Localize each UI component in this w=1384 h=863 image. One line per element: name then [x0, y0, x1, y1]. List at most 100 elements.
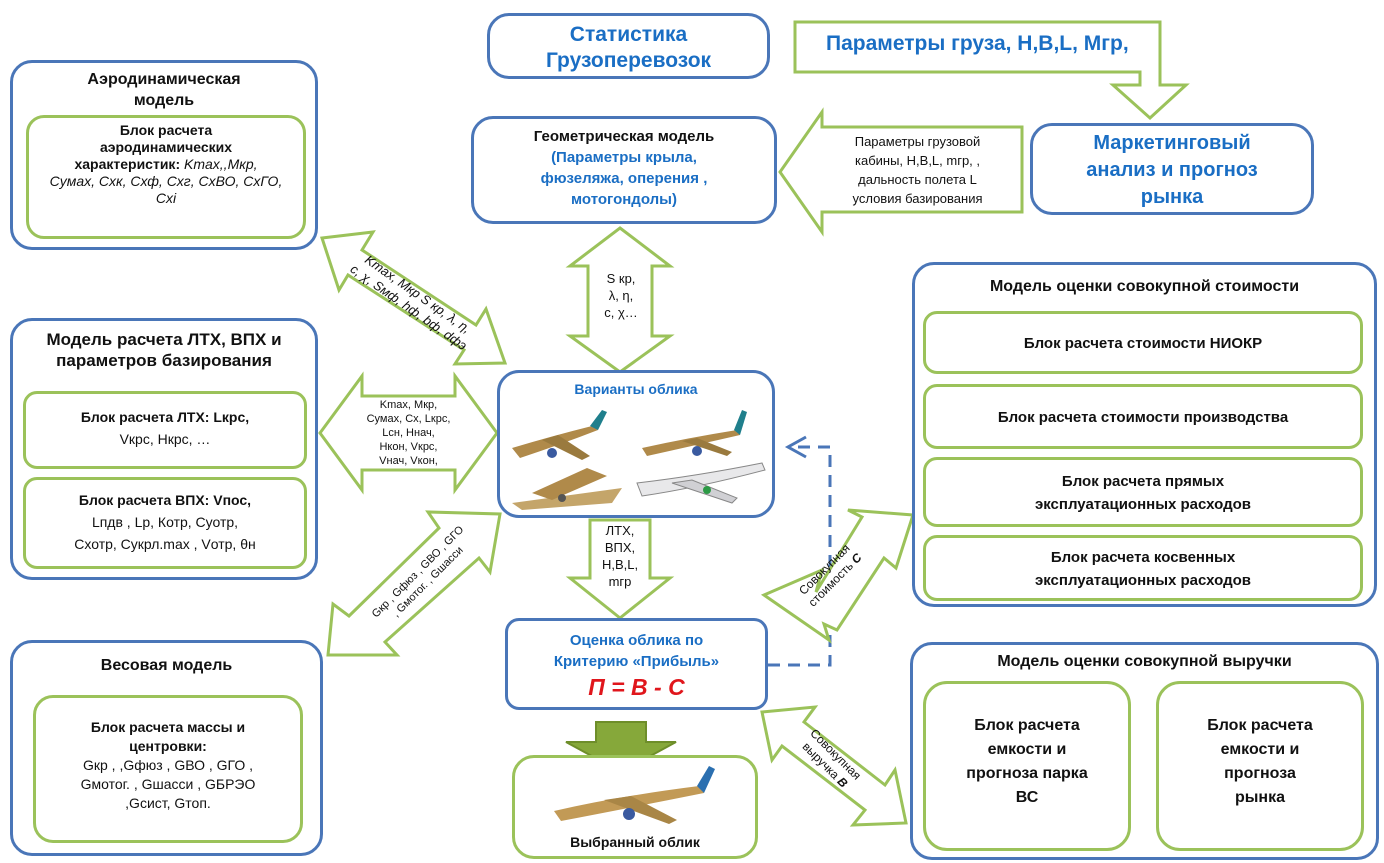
weight-variants-arrow: [326, 510, 502, 657]
cost-block-indirect-l2: эксплуатационных расходов: [1034, 572, 1252, 589]
ltx-model-box: Модель расчета ЛТХ, ВПХ и параметров баз…: [10, 318, 318, 580]
cost-block-production-label: Блок расчета стоимости производства: [997, 409, 1289, 426]
weight-model-box: Весовая модель Блок расчета массы и цент…: [10, 640, 323, 856]
ltx-block-line1: Блок расчета ЛТХ: Lкрс,: [80, 409, 250, 425]
ltx-arrow-l2: Cумax, Cх, Lкрс,: [366, 413, 451, 425]
aero-inner1: Блок расчета: [119, 122, 213, 138]
selected-aircraft-image: [554, 766, 715, 824]
revenue-model-title: Модель оценки совокупной выручки: [997, 653, 1292, 670]
revenue-model-box: Модель оценки совокупной выручки Блок ра…: [910, 642, 1379, 860]
statistics-box: Статистика Грузоперевозок: [487, 13, 770, 79]
selected-title: Выбранный облик: [570, 834, 700, 850]
down-arrow-l1: ЛТХ,: [605, 523, 635, 538]
selected-box: Выбранный облик: [512, 755, 758, 859]
evaluation-formula: П = В - С: [588, 674, 685, 700]
geo-var-l1: S кр,: [606, 271, 636, 286]
evaluation-box: Оценка облика по Критерию «Прибыль» П = …: [505, 618, 768, 710]
cost-model-box: Модель оценки совокупной стоимости Блок …: [912, 262, 1377, 607]
revenue-left3: прогноза парка: [966, 765, 1088, 782]
weight-title: Весовая модель: [100, 657, 233, 674]
down-arrow-l4: mгр: [608, 574, 632, 589]
cost-block-production: Блок расчета стоимости производства: [923, 384, 1363, 449]
geometry-box: Геометрическая модель (Параметры крыла, …: [471, 116, 777, 224]
geometry-sub1: (Параметры крыла,: [551, 149, 697, 166]
cost-block-direct-l2: эксплуатационных расходов: [1034, 496, 1252, 513]
vph-block-line3: Схотр, Cукрл.max , Vотр, θн: [74, 536, 256, 552]
aero-inner4: Kmax,,Mкр,: [184, 156, 258, 172]
vph-block-line1: Блок расчета ВПХ: Vпос,: [78, 492, 252, 508]
variants-box: Варианты облика: [497, 370, 775, 518]
aircraft-2: [642, 410, 747, 456]
aero-variants-arrow: [320, 230, 508, 366]
weight-inner5: ,Gсист, Gтоп.: [125, 795, 211, 811]
weight-inner-box: Блок расчета массы и центровки: Gкр , ,G…: [33, 695, 303, 843]
ltx-arrow-l5: Vнач, Vкон,: [379, 455, 438, 467]
cost-model-title: Модель оценки совокупной стоимости: [989, 278, 1300, 295]
feedback-dashed-line: [768, 445, 832, 667]
statistics-line1: Статистика: [569, 23, 688, 46]
revenue-left4: ВС: [1015, 789, 1039, 806]
cargo-cabin-l3: дальность полета L: [858, 172, 977, 187]
revenue-right2: емкости и: [1220, 741, 1300, 758]
down-arrow-l3: H,B,L,: [601, 557, 639, 572]
geometry-sub3: мотогондолы): [571, 191, 677, 208]
cargo-cabin-l2: кабины, H,B,L, mгр, ,: [854, 153, 981, 168]
cost-block-direct-l1: Блок расчета прямых: [1061, 473, 1225, 490]
cabin-to-geometry-arrow: [778, 107, 1024, 237]
cost-arrow-l3: C: [848, 550, 865, 567]
marketing-line1: Маркетинговый: [1093, 132, 1251, 154]
geo-var-arrow-label: S кр, λ, η, c, χ…: [596, 270, 646, 321]
vph-block-line2: Lпдв , Lр, Котр, Cуотр,: [91, 514, 239, 530]
down-arrow-label: ЛТХ, ВПХ, H,B,L, mгр: [592, 522, 648, 590]
aero-title2: модель: [133, 92, 195, 109]
aero-inner5: Cумax, Cхк, Cхф, Cхг, CхВО, CхГО,: [49, 173, 283, 189]
aero-inner6: Cхi: [155, 190, 177, 206]
aero-model-box: Аэродинамическая модель Блок расчета аэр…: [10, 60, 318, 250]
vph-block-box: Блок расчета ВПХ: Vпос, Lпдв , Lр, Котр,…: [23, 477, 307, 569]
ltx-block-box: Блок расчета ЛТХ: Lкрс, Vкрс, Hкрс, …: [23, 391, 307, 469]
weight-inner4: Gмотог. , Gшасси , GБРЭО: [80, 776, 256, 792]
geo-var-l2: λ, η,: [608, 288, 634, 303]
cost-to-evaluation-arrow: [760, 508, 916, 644]
cargo-cabin-l1: Параметры грузовой: [854, 134, 981, 149]
aircraft-3: [512, 468, 622, 510]
down-arrow-l2: ВПХ,: [604, 540, 636, 555]
marketing-line3: рынка: [1140, 186, 1204, 208]
aircraft-4: [636, 462, 766, 504]
aircraft-1: [512, 410, 607, 460]
aero-title1: Аэродинамическая: [87, 71, 241, 88]
cost-block-direct: Блок расчета прямых эксплуатационных рас…: [923, 457, 1363, 527]
aero-inner-box: Блок расчета аэродинамических характерис…: [26, 115, 306, 239]
variants-to-evaluation-arrow: [565, 518, 675, 620]
geometry-sub2: фюзеляжа, оперения ,: [540, 170, 708, 187]
aero-inner3: характеристик:: [74, 156, 181, 172]
ltx-arrow-l4: Hкон, Vкрс,: [379, 441, 438, 453]
weight-inner2: центровки:: [129, 738, 207, 754]
weight-inner1: Блок расчета массы и: [90, 719, 246, 735]
revenue-right1: Блок расчета: [1207, 717, 1313, 734]
ltx-title1: Модель расчета ЛТХ, ВПХ и: [46, 330, 282, 349]
weight-inner3: Gкр , ,Gфюз , GВО , GГО ,: [82, 757, 254, 773]
ltx-arrow-l1: Kmax, Mкр,: [379, 399, 438, 411]
cargo-params-label: Параметры груза, H,B,L, Mгр,: [826, 32, 1129, 55]
revenue-block-fleet: Блок расчета емкости и прогноза парка ВС: [923, 681, 1131, 851]
cost-block-niokr: Блок расчета стоимости НИОКР: [923, 311, 1363, 374]
marketing-box: Маркетинговый анализ и прогноз рынка: [1030, 123, 1314, 215]
evaluation-l1: Оценка облика по: [569, 632, 704, 649]
evaluation-l2: Критерию «Прибыль»: [553, 653, 720, 670]
revenue-evaluation-arrow: [760, 705, 908, 827]
aero-inner2: аэродинамических: [99, 139, 233, 155]
ltx-arrow-l3: Lсн, Hнач,: [382, 427, 435, 439]
revenue-right3: прогноза: [1224, 765, 1296, 782]
revenue-right4: рынка: [1234, 789, 1285, 806]
statistics-line2: Грузоперевозок: [545, 49, 712, 72]
geo-var-l3: c, χ…: [604, 305, 638, 320]
cost-block-indirect: Блок расчета косвенных эксплуатационных …: [923, 535, 1363, 601]
revenue-left1: Блок расчета: [974, 717, 1080, 734]
feedback-arrowhead: [784, 435, 807, 459]
marketing-line2: анализ и прогноз: [1086, 159, 1258, 181]
cargo-cabin-text: Параметры грузовой кабины, H,B,L, mгр, ,…: [815, 132, 1020, 208]
cargo-to-marketing-arrow: [793, 20, 1190, 121]
cost-block-niokr-label: Блок расчета стоимости НИОКР: [1023, 335, 1263, 352]
